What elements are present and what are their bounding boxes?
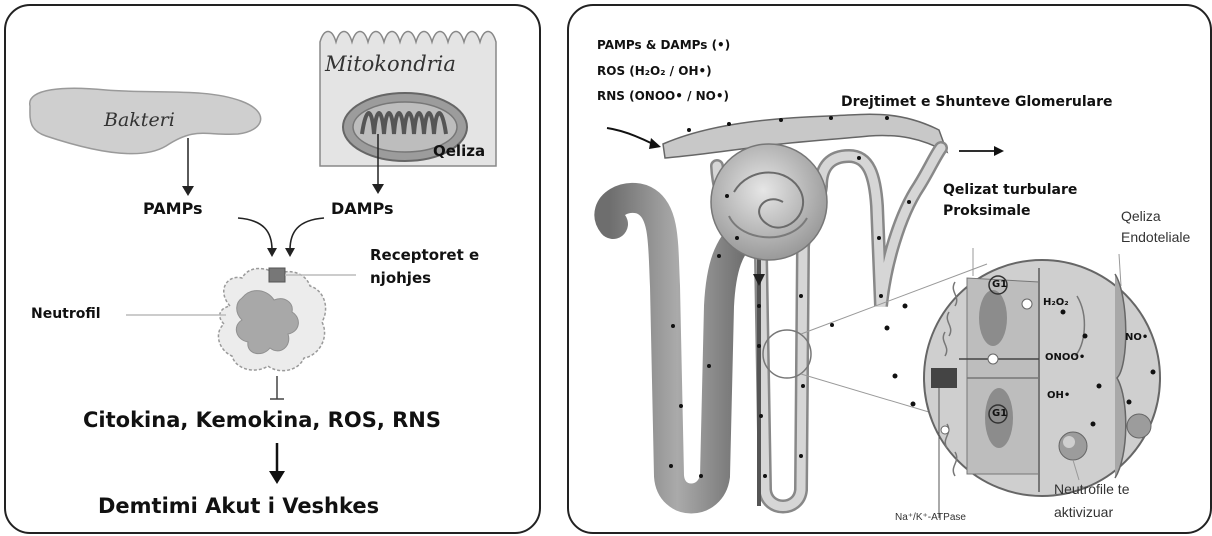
tubular-label-line1: Qelizat turbulare — [943, 182, 1077, 198]
g1-bottom-label: G1 — [992, 408, 1007, 420]
right-diagram — [569, 6, 1210, 532]
legend-pamps-damps: PAMPs & DAMPs (•) — [597, 39, 730, 53]
qeliza-label: Qeliza — [433, 143, 485, 160]
mitokondria-label: Mitokondria — [325, 52, 456, 76]
left-panel: Bakteri Mitokondria Qeliza PAMPs DAMPs R… — [4, 4, 541, 534]
shunt-title: Drejtimet e Shunteve Glomerulare — [841, 94, 1113, 110]
damps-label: DAMPs — [331, 200, 394, 218]
atpase-pump — [931, 368, 957, 388]
outcome-label: Demtimi Akut i Veshkes — [98, 494, 379, 518]
magnified-view — [924, 260, 1160, 496]
endo-label-line2: Endoteliale — [1121, 229, 1190, 245]
endo-label-line1: Qeliza — [1121, 208, 1161, 224]
receptor — [269, 268, 285, 282]
neutrofile-label-line2: aktivizuar — [1054, 504, 1113, 520]
pamps-label: PAMPs — [143, 200, 203, 218]
atpase-label: Na⁺/K⁺-ATPase — [895, 512, 966, 524]
h2o2-label: H₂O₂ — [1043, 297, 1069, 309]
neutrophil-small-2 — [1127, 414, 1151, 438]
receptor-label-line2: njohjes — [370, 270, 431, 287]
legend-ros: ROS (H₂O₂ / OH•) — [597, 65, 712, 79]
right-panel: PAMPs & DAMPs (•) ROS (H₂O₂ / OH•) RNS (… — [567, 4, 1212, 534]
bakteri-label: Bakteri — [104, 110, 175, 132]
left-diagram — [6, 6, 539, 532]
tubular-label-line2: Proksimale — [943, 203, 1031, 219]
legend-rns: RNS (ONOO• / NO•) — [597, 90, 729, 104]
shunt-vessel — [663, 114, 947, 158]
neutrofile-label-line1: Neutrofile te — [1054, 481, 1129, 497]
oh-label: OH• — [1047, 390, 1070, 402]
no-label: NO• — [1125, 332, 1148, 344]
neutrofil-label: Neutrofil — [31, 306, 101, 322]
glomerulus — [711, 144, 827, 260]
thick-tubule — [609, 198, 745, 499]
onoo-label: ONOO• — [1045, 352, 1085, 364]
receptor-label-line1: Receptoret e — [370, 247, 479, 264]
g1-top-label: G1 — [992, 279, 1007, 291]
products-label: Citokina, Kemokina, ROS, RNS — [83, 408, 441, 432]
